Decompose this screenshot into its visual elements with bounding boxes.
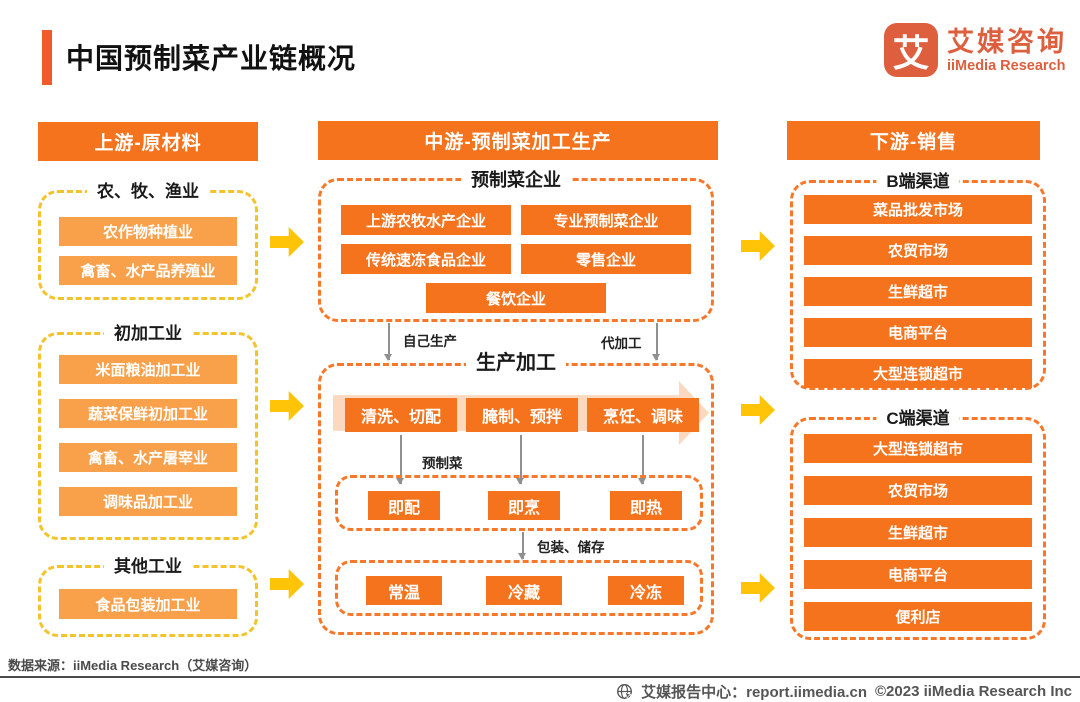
ready-types-group: 即配 即烹 即热 <box>335 475 703 531</box>
flow-arrow-icon <box>270 569 304 599</box>
list-item: 大型连锁超市 <box>804 434 1032 463</box>
iimedia-logo-icon: 艾 <box>884 23 938 77</box>
list-item: 米面粮油加工业 <box>59 355 237 384</box>
down-connector-line <box>639 435 646 485</box>
upstream-group-agriculture: 农、牧、渔业 农作物种植业 禽畜、水产品养殖业 <box>38 179 258 300</box>
list-item: 农贸市场 <box>804 236 1032 265</box>
list-item: 食品包装加工业 <box>59 589 237 619</box>
title-accent-bar <box>42 30 52 85</box>
list-item: 禽畜、水产屠宰业 <box>59 443 237 472</box>
flow-arrow-icon <box>741 573 775 603</box>
process-step: 腌制、预拌 <box>466 398 578 432</box>
list-item: 农贸市场 <box>804 476 1032 505</box>
list-item: 传统速冻食品企业 <box>341 244 511 274</box>
iimedia-logo: 艾 艾媒咨询 iiMedia Research <box>884 23 1067 77</box>
ready-type: 即热 <box>610 491 682 520</box>
premade-dish-label: 预制菜 <box>422 456 463 471</box>
oem-label: 代加工 <box>601 336 642 351</box>
storage-type: 冷冻 <box>608 576 684 605</box>
packaging-storage-label: 包装、储存 <box>537 540 605 555</box>
flow-arrow-icon <box>270 227 304 257</box>
upstream-group-other-industry: 其他工业 食品包装加工业 <box>38 554 258 637</box>
page-title: 中国预制菜产业链概况 <box>66 43 357 74</box>
logo-en-label: iiMedia Research <box>947 57 1066 74</box>
c-channel-group: C端渠道 大型连锁超市 农贸市场 生鲜超市 电商平台 便利店 <box>790 406 1046 640</box>
upstream-group-primary-processing: 初加工业 米面粮油加工业 蔬菜保鲜初加工业 禽畜、水产屠宰业 调味品加工业 <box>38 321 258 540</box>
group-title: 其他工业 <box>104 554 192 580</box>
list-item: 生鲜超市 <box>804 277 1032 306</box>
list-item: 菜品批发市场 <box>804 195 1032 224</box>
group-title: 生产加工 <box>466 350 566 376</box>
footer-divider <box>0 676 1080 678</box>
down-connector-line <box>397 435 404 485</box>
down-connector-line <box>385 323 392 361</box>
group-title: 预制菜企业 <box>461 167 571 193</box>
list-item: 电商平台 <box>804 560 1032 589</box>
list-item: 专业预制菜企业 <box>521 205 691 235</box>
group-title: B端渠道 <box>876 169 960 195</box>
premade-enterprises-group: 预制菜企业 上游农牧水产企业 专业预制菜企业 传统速冻食品企业 零售企业 餐饮企… <box>318 167 714 322</box>
ready-type: 即配 <box>368 491 440 520</box>
group-title: 农、牧、渔业 <box>87 179 209 205</box>
footer-credit: 艾媒报告中心：report.iimedia.cn ©2023 iiMedia R… <box>616 681 1072 702</box>
self-production-label: 自己生产 <box>403 334 457 349</box>
list-item: 农作物种植业 <box>59 217 237 246</box>
list-item: 便利店 <box>804 602 1032 631</box>
logo-cn-label: 艾媒咨询 <box>947 26 1067 57</box>
down-connector-line <box>517 435 524 485</box>
down-connector-line <box>519 532 526 560</box>
storage-types-group: 常温 冷藏 冷冻 <box>335 560 703 616</box>
list-item: 调味品加工业 <box>59 487 237 516</box>
upstream-header: 上游-原材料 <box>38 122 258 161</box>
production-processing-group: 生产加工 清洗、切配 腌制、预拌 烹饪、调味 预制菜 即配 即烹 即热 包装、储… <box>318 350 714 635</box>
list-item: 上游农牧水产企业 <box>341 205 511 235</box>
flow-arrow-icon <box>741 231 775 261</box>
list-item: 蔬菜保鲜初加工业 <box>59 399 237 428</box>
b-channel-group: B端渠道 菜品批发市场 农贸市场 生鲜超市 电商平台 大型连锁超市 <box>790 169 1046 390</box>
process-step: 清洗、切配 <box>345 398 457 432</box>
down-connector-line <box>653 323 660 361</box>
list-item: 电商平台 <box>804 318 1032 347</box>
flow-arrow-icon <box>741 395 775 425</box>
flow-arrow-icon <box>270 391 304 421</box>
list-item: 零售企业 <box>521 244 691 274</box>
storage-type: 冷藏 <box>486 576 562 605</box>
list-item: 禽畜、水产品养殖业 <box>59 256 237 285</box>
globe-icon <box>617 684 633 700</box>
group-title: 初加工业 <box>104 321 192 347</box>
data-source-note: 数据来源：iiMedia Research（艾媒咨询） <box>8 658 258 673</box>
report-center-label: 艾媒报告中心：report.iimedia.cn <box>641 684 867 701</box>
storage-type: 常温 <box>366 576 442 605</box>
ready-type: 即烹 <box>488 491 560 520</box>
list-item: 生鲜超市 <box>804 518 1032 547</box>
midstream-header: 中游-预制菜加工生产 <box>318 121 718 160</box>
list-item: 大型连锁超市 <box>804 359 1032 388</box>
group-title: C端渠道 <box>876 406 960 432</box>
process-step: 烹饪、调味 <box>587 398 699 432</box>
list-item: 餐饮企业 <box>426 283 606 313</box>
copyright-label: ©2023 iiMedia Research Inc <box>875 683 1072 700</box>
downstream-header: 下游-销售 <box>787 121 1040 160</box>
logo-text: 艾媒咨询 iiMedia Research <box>947 26 1067 75</box>
